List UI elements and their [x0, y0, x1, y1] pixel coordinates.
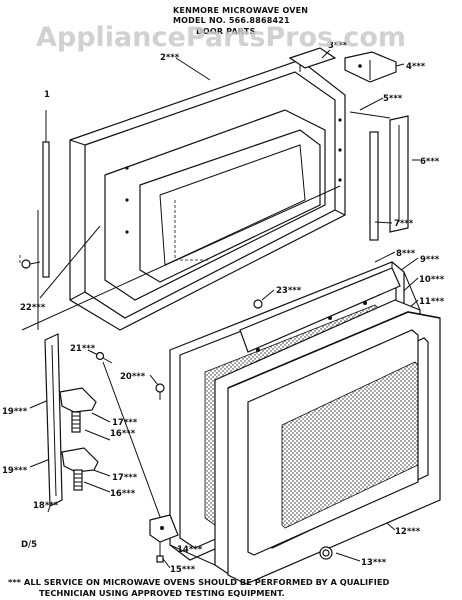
top-trim-part-3: [288, 47, 337, 69]
screws: [21, 259, 263, 400]
label-part-22: 22***: [20, 303, 46, 313]
label-part-8: 8***: [396, 249, 416, 259]
header-model: MODEL NO. 566.8868421: [173, 16, 290, 25]
label-part-16a: 16***: [110, 429, 136, 439]
label-part-15: 15***: [170, 565, 196, 575]
part-labels: 1 2*** 3*** 4*** 5*** 6*** 7*** 8*** 9**…: [2, 41, 445, 575]
label-part-19a: 19***: [2, 407, 28, 417]
label-part-21: 21***: [70, 344, 96, 354]
label-part-7: 7***: [394, 219, 414, 229]
inner-door-stack: [169, 261, 441, 585]
label-part-11: 11***: [419, 297, 445, 307]
bottom-hinge-part-14: [149, 514, 179, 563]
label-part-17a: 17***: [112, 418, 138, 428]
drawing-code: D/5: [21, 540, 37, 550]
label-part-19b: 19***: [2, 466, 28, 476]
label-part-2: 2***: [160, 53, 180, 63]
header-section: DOOR PARTS: [196, 27, 256, 36]
label-part-1: 1: [44, 90, 50, 100]
label-part-20: 20***: [120, 372, 146, 382]
outer-door-frame: [69, 59, 346, 331]
label-part-23: 23***: [276, 286, 302, 296]
hinge-bracket-part-4: [344, 51, 405, 83]
label-part-5: 5***: [383, 94, 403, 104]
side-strips-parts-5-6-7: [349, 111, 420, 241]
header-title: KENMORE MICROWAVE OVEN: [173, 6, 308, 15]
label-part-6: 6***: [420, 157, 440, 167]
label-part-13: 13***: [361, 558, 387, 568]
footer-note-line1: *** ALL SERVICE ON MICROWAVE OVENS SHOUL…: [8, 577, 390, 587]
label-part-10: 10***: [419, 275, 445, 285]
latch-assembly-part-18: [44, 333, 99, 513]
label-part-4: 4***: [406, 62, 426, 72]
label-part-3: 3***: [328, 41, 348, 51]
vertical-strip-part-1: [42, 110, 50, 278]
footer-note-line2: TECHNICIAN USING APPROVED TESTING EQUIPM…: [39, 588, 285, 598]
label-part-14: 14***: [177, 545, 203, 555]
label-part-9: 9***: [420, 255, 440, 265]
knob-part-13: [319, 546, 333, 560]
label-part-12: 12***: [395, 527, 421, 537]
label-part-18: 18***: [33, 501, 59, 511]
label-part-16b: 16***: [110, 489, 136, 499]
label-part-17b: 17***: [112, 473, 138, 483]
watermark: AppliancePartsPros.com: [36, 22, 406, 53]
